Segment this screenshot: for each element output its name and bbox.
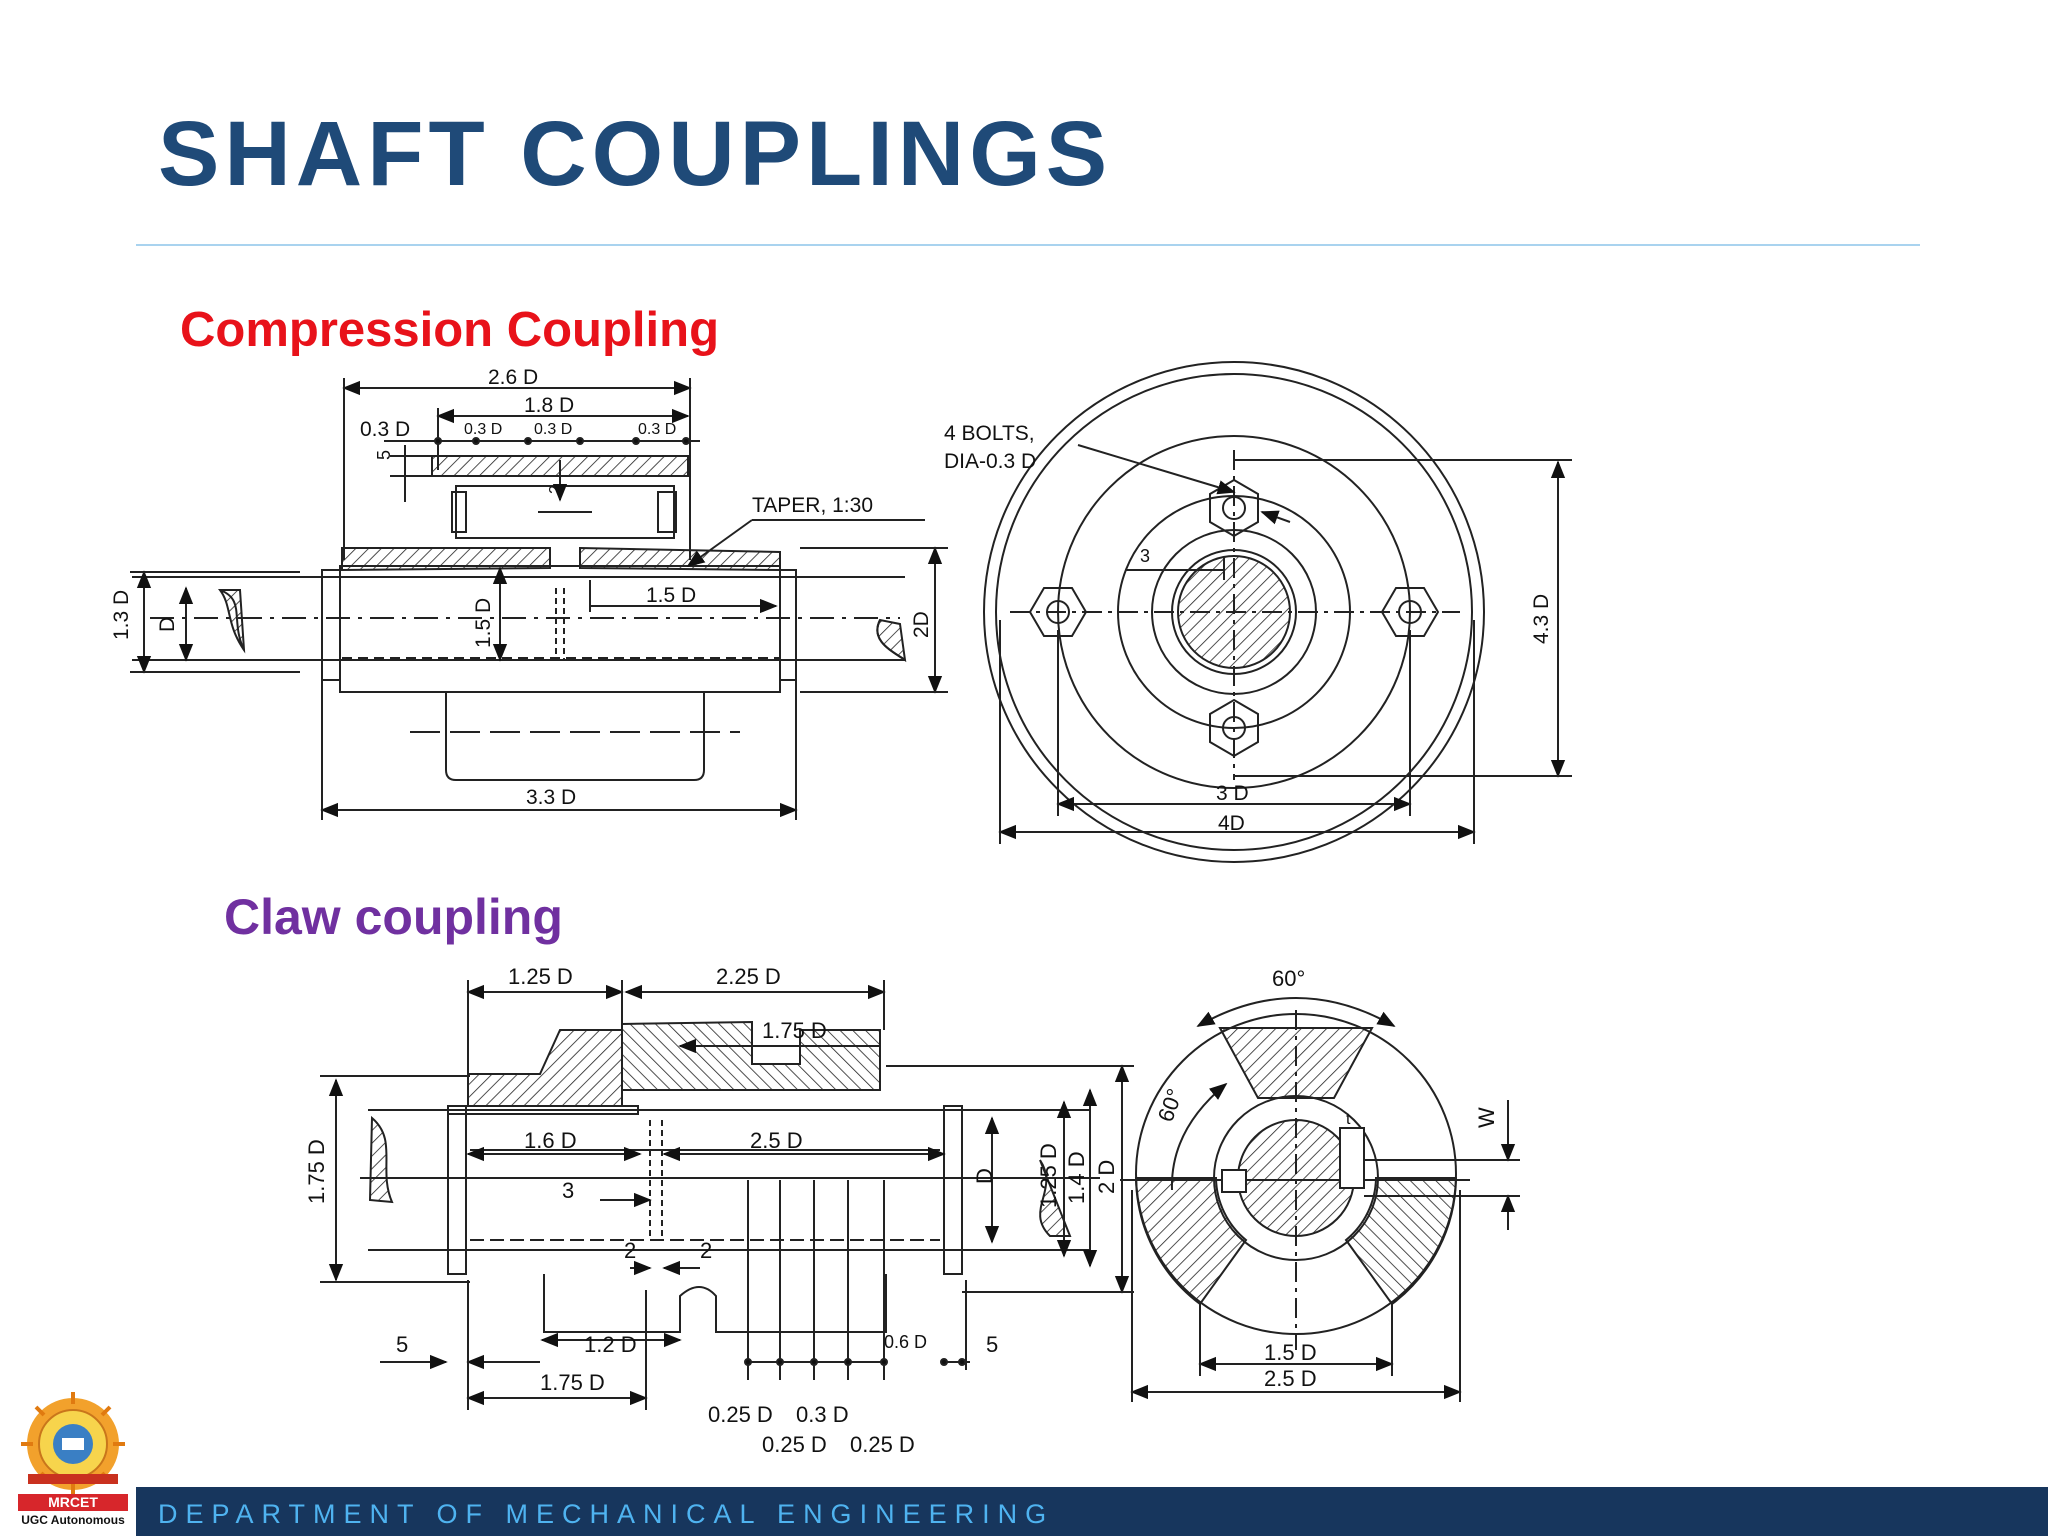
dim-pcd-3d: 3 D [1216, 782, 1249, 805]
dim-five: 5 [374, 450, 394, 460]
dim-claw-v125: 1.25 D [1036, 1143, 1061, 1208]
dim-length-33: 3.3 D [526, 786, 576, 809]
dim-claw-125: 1.25 D [508, 964, 573, 989]
dim-claw-175-left: 1.75 D [304, 1139, 329, 1204]
dim-pitch-2: 0.3 D [464, 421, 502, 438]
dim-claw-175-bottom: 1.75 D [540, 1370, 605, 1395]
dim-claw-16: 1.6 D [524, 1128, 577, 1153]
bolt-top [1209, 478, 1259, 538]
dim-claw-25end: 2.5 D [1264, 1366, 1317, 1391]
dim-claw-025c: 0.25 D [850, 1432, 915, 1457]
dim-pitch-3: 0.3 D [534, 421, 572, 438]
dim-claw-025a: 0.25 D [708, 1402, 773, 1427]
dim-claw-60-top: 60° [1272, 966, 1305, 991]
claw-coupling-heading: Claw coupling [224, 889, 563, 945]
dim-claw-five-left: 5 [396, 1332, 408, 1357]
dim-claw-two-a: 2 [624, 1238, 636, 1263]
dim-claw-12: 1.2 D [584, 1332, 637, 1357]
dim-outer-4d: 4D [1218, 812, 1245, 835]
footer-bar: DEPARTMENT OF MECHANICAL ENGINEERING [136, 1487, 2048, 1536]
bolt-right [1380, 587, 1440, 637]
compression-coupling-end-view [983, 361, 1572, 863]
dim-pitch-4: 0.3 D [638, 421, 676, 438]
dim-claw-v14: 1.4 D [1064, 1151, 1089, 1204]
dim-bolt-span: 1.8 D [524, 394, 574, 417]
dim-two: 2 [547, 485, 564, 494]
dim-claw-five-right: 5 [986, 1332, 998, 1357]
title-divider [136, 244, 1920, 246]
claw-labels: 1.25 D 2.25 D 1.75 D 1.75 D 1.6 D 2.5 D … [304, 964, 1499, 1457]
dim-claw-25: 2.5 D [750, 1128, 803, 1153]
bolt-left [1028, 587, 1088, 637]
claw-coupling-elevation [320, 980, 1134, 1410]
slide-title: SHAFT COUPLINGS [158, 103, 1113, 205]
compression-labels: 2.6 D 1.8 D 0.3 D 0.3 D 0.3 D 0.3 D 5 2 … [110, 366, 1553, 835]
dim-keyway-3: 3 [1140, 546, 1150, 566]
logo-name: MRCET CAMPUS [18, 1494, 128, 1527]
dim-claw-025b: 0.25 D [762, 1432, 827, 1457]
dim-flange-43: 4.3 D [1530, 594, 1553, 644]
dim-sleeve-2d: 2D [910, 611, 933, 638]
dim-claw-06: 0.6 D [884, 1332, 927, 1352]
dim-shaft-outer: 1.3 D [110, 590, 133, 640]
logo-subtitle: UGC Autonomous [21, 1513, 125, 1527]
bolts-note-line1: 4 BOLTS, [944, 422, 1035, 445]
dim-sleeve-15h: 1.5 D [646, 584, 696, 607]
dim-claw-03: 0.3 D [796, 1402, 849, 1427]
claw-coupling-end-view [1120, 997, 1520, 1402]
compression-coupling-elevation [130, 378, 948, 820]
dim-sleeve-15v: 1.5 D [472, 598, 495, 648]
dim-claw-three: 3 [562, 1178, 574, 1203]
dim-claw-w: W [1474, 1107, 1499, 1128]
logo-emblem-icon [21, 1392, 125, 1494]
footer-department: DEPARTMENT OF MECHANICAL ENGINEERING [158, 1499, 1055, 1529]
bolt-bottom [1209, 698, 1259, 758]
dim-claw-two-b: 2 [700, 1238, 712, 1263]
dim-overall-length: 2.6 D [488, 366, 538, 389]
dim-claw-225: 2.25 D [716, 964, 781, 989]
dim-claw-v2: 2 D [1094, 1160, 1119, 1194]
compression-coupling-heading: Compression Coupling [180, 303, 719, 357]
dim-claw-d: D [972, 1168, 997, 1184]
dim-claw-t: t [1346, 1111, 1351, 1128]
bolts-note-line2: DIA-0.3 D [944, 450, 1036, 473]
taper-note: TAPER, 1:30 [752, 494, 873, 517]
dim-shaft-dia: D [156, 617, 179, 632]
dim-pitch-1: 0.3 D [360, 418, 410, 441]
dim-claw-15: 1.5 D [1264, 1340, 1317, 1365]
dim-claw-175-top: 1.75 D [762, 1018, 827, 1043]
college-logo: MRCET CAMPUS UGC Autonomous [14, 1388, 132, 1530]
